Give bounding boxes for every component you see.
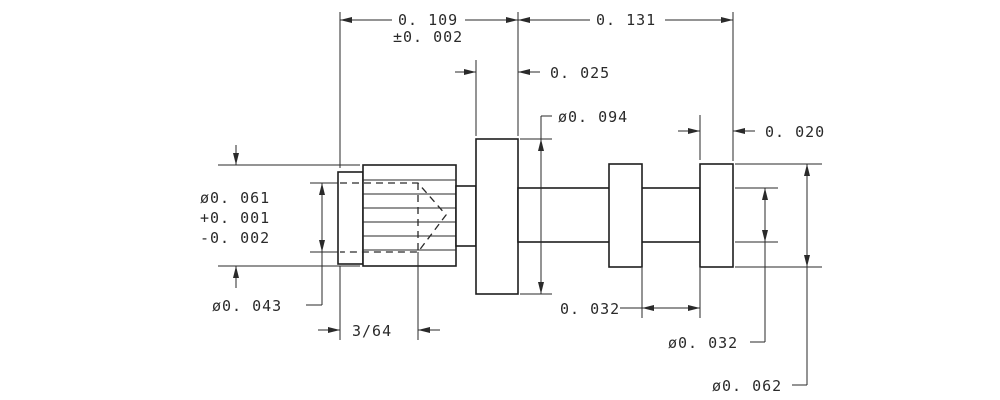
end-collar-width-label: 0. 020 — [765, 123, 825, 141]
hidden-bore — [340, 182, 447, 253]
overall-left-length-label: 0. 109 — [398, 11, 458, 29]
part-outline — [337, 138, 734, 295]
dimension-labels: 0. 109 ±0. 002 0. 131 0. 025 ø0. 094 0. … — [200, 11, 825, 395]
knurl-tolerance-minus-label: -0. 002 — [200, 229, 270, 247]
knurl-length-label: 3/64 — [352, 322, 392, 340]
knurl-diameter-label: ø0. 061 — [200, 189, 270, 207]
collar-middle — [608, 163, 643, 268]
tip-diameter-label: ø0. 043 — [212, 297, 282, 315]
collar-spacing-label: 0. 032 — [560, 300, 620, 318]
tip-end — [337, 171, 364, 265]
flange-thickness-label: 0. 025 — [550, 64, 610, 82]
shaft-diameter-label: ø0. 032 — [668, 334, 738, 352]
collar-diameter-label: ø0. 062 — [712, 377, 782, 395]
overall-right-length-label: 0. 131 — [596, 11, 656, 29]
overall-left-tolerance-label: ±0. 002 — [393, 28, 463, 46]
knurl-lines — [363, 179, 456, 251]
knurl-tolerance-plus-label: +0. 001 — [200, 209, 270, 227]
collar-end — [699, 163, 734, 268]
flange-diameter-label: ø0. 094 — [558, 108, 628, 126]
dimension-lines — [218, 12, 822, 386]
neck — [455, 185, 477, 247]
flange — [475, 138, 519, 295]
knurled-section — [362, 164, 457, 267]
